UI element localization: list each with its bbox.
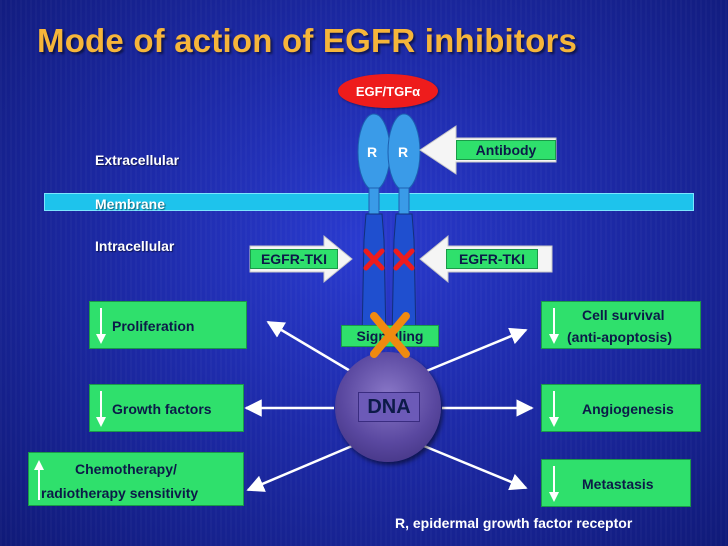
outcome-proliferation: Proliferation [89, 301, 247, 349]
down-arrow-icon [96, 308, 106, 344]
receptor-right-label: R [398, 144, 409, 160]
receptor-right [387, 113, 421, 347]
receptor-left-label: R [367, 144, 378, 160]
extracellular-label: Extracellular [95, 152, 180, 168]
slide-title: Mode of action of EGFR inhibitors [37, 22, 578, 59]
membrane-label: Membrane [95, 196, 166, 212]
down-arrow-icon [549, 391, 559, 427]
down-arrow-icon [96, 391, 106, 427]
down-arrow-icon [549, 308, 559, 344]
ligand-egf-tgf: EGF/TGFα [338, 74, 438, 108]
arrow-to-metastasis [423, 444, 528, 491]
up-arrow-icon [34, 460, 44, 500]
egfr-tki-right-label: EGFR-TKI [446, 249, 538, 269]
arrow-to-chemo [246, 444, 353, 492]
cell-survival-text-line2: (anti-apoptosis) [567, 329, 672, 345]
outcome-growth-factors: Growth factors [89, 384, 244, 432]
chemo-text-line2: radiotherapy sensitivity [41, 485, 199, 501]
intracellular-label: Intracellular [95, 238, 175, 254]
footnote: R, epidermal growth factor receptor [395, 515, 633, 531]
dna-label: DNA [358, 392, 420, 422]
down-arrow-icon [549, 466, 559, 502]
tki-inhibition-x-left [363, 248, 385, 271]
outcome-chemo-radio-sensitivity: Chemotherapy/ radiotherapy sensitivity [28, 452, 244, 506]
egfr-tki-left-label: EGFR-TKI [250, 249, 338, 269]
tki-inhibition-x-right [393, 248, 415, 271]
metastasis-text: Metastasis [582, 476, 654, 492]
arrow-to-proliferation [266, 320, 353, 374]
cell-survival-text-line1: Cell survival [582, 307, 665, 323]
outcome-angiogenesis: Angiogenesis [541, 384, 701, 432]
antibody-label: Antibody [456, 140, 556, 160]
outcome-metastasis: Metastasis [541, 459, 691, 507]
arrow-to-cell-survival [423, 327, 528, 374]
angiogenesis-text: Angiogenesis [582, 401, 674, 417]
growth-factors-text: Growth factors [112, 401, 212, 417]
signalling-inhibition-x [370, 312, 410, 358]
receptor-left [357, 113, 391, 347]
proliferation-text: Proliferation [112, 318, 195, 334]
outcome-cell-survival: Cell survival (anti-apoptosis) [541, 301, 701, 349]
chemo-text-line1: Chemotherapy/ [75, 461, 177, 477]
